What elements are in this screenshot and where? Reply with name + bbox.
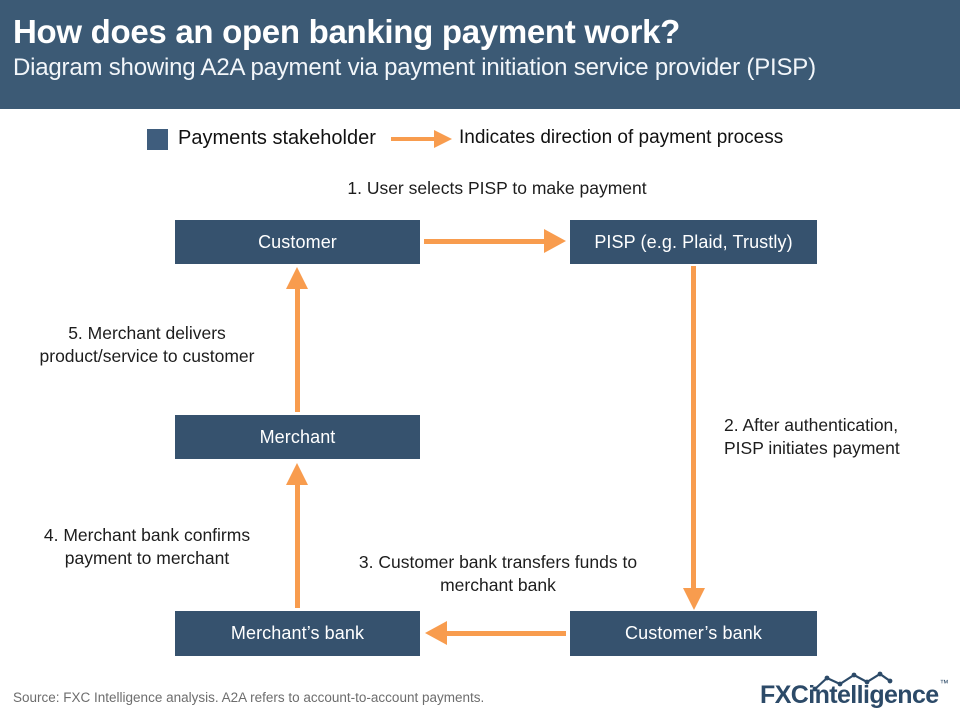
stakeholder-swatch-icon <box>147 129 168 150</box>
page-title: How does an open banking payment work? <box>13 13 681 50</box>
arrow-customers-bank-to-merchants-bank <box>447 631 566 636</box>
arrowhead-down-icon <box>683 588 705 610</box>
arrowhead-up-icon <box>286 463 308 485</box>
arrow-pisp-to-customers-bank <box>691 266 696 588</box>
legend-direction-label: Indicates direction of payment process <box>459 127 784 148</box>
page-subtitle: Diagram showing A2A payment via payment … <box>13 53 816 81</box>
trademark-symbol: ™ <box>939 678 949 688</box>
source-note: Source: FXC Intelligence analysis. A2A r… <box>13 690 485 705</box>
step-5-label: 5. Merchant delivers product/service to … <box>39 323 255 367</box>
merchant-node: Merchant <box>175 415 420 459</box>
arrow-merchants-bank-to-merchant <box>295 485 300 608</box>
customers-bank-node: Customer’s bank <box>570 611 817 656</box>
step-3-label: 3. Customer bank transfers funds to merc… <box>358 552 638 596</box>
fxc-logo-text: FXCintelligence <box>760 681 939 709</box>
customer-node: Customer <box>175 220 420 264</box>
direction-arrow-icon <box>391 137 435 141</box>
arrow-merchant-to-customer <box>295 289 300 412</box>
fxc-logo: FXCintelligence ™ <box>760 671 949 710</box>
pisp-node: PISP (e.g. Plaid, Trustly) <box>570 220 817 264</box>
arrowhead-up-icon <box>286 267 308 289</box>
arrowhead-right-icon <box>544 229 566 253</box>
step-4-label: 4. Merchant bank confirms payment to mer… <box>43 525 251 569</box>
step-2-label: 2. After authentication, PISP initiates … <box>724 415 900 459</box>
direction-arrowhead-icon <box>434 130 452 148</box>
arrow-customer-to-pisp <box>424 239 544 244</box>
legend-stakeholder-label: Payments stakeholder <box>178 127 376 149</box>
arrowhead-left-icon <box>425 621 447 645</box>
header: How does an open banking payment work? D… <box>0 0 960 109</box>
merchants-bank-node: Merchant’s bank <box>175 611 420 656</box>
step-1-label: 1. User selects PISP to make payment <box>347 178 647 198</box>
